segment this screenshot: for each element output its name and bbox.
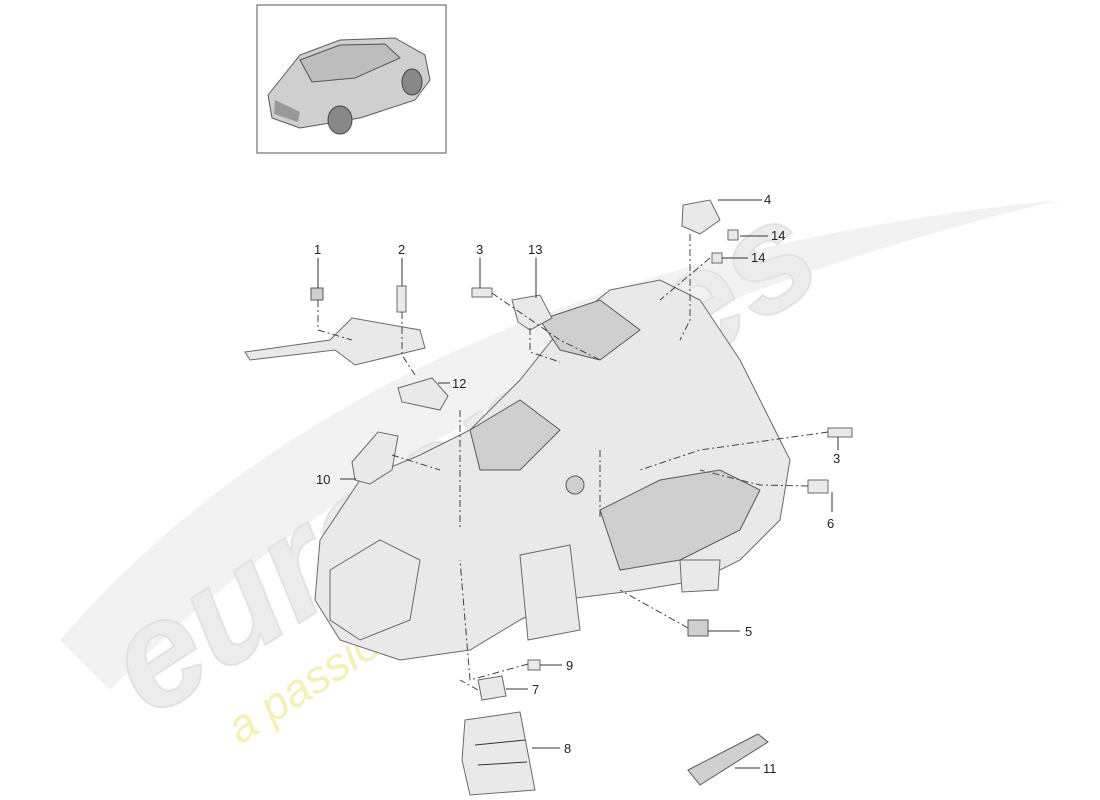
part-8-heat-shield: [461, 711, 536, 796]
callout-7: 7: [532, 682, 539, 697]
part-10-actuator: [351, 431, 399, 485]
car-thumbnail: [256, 4, 447, 154]
callout-8: 8: [564, 741, 571, 756]
callout-5: 5: [745, 624, 752, 639]
part-2-bolt: [396, 285, 407, 313]
part-14-screw-a: [727, 229, 739, 241]
callout-9: 9: [566, 658, 573, 673]
gearbox-assembly: [314, 279, 791, 661]
assembly-lines: [317, 234, 829, 691]
part-14-screw-b: [711, 252, 723, 264]
part-12-lever: [397, 377, 449, 411]
part-4-sensor: [681, 199, 721, 235]
callout-10: 10: [316, 472, 330, 487]
part-11-sealant-tube: [687, 733, 769, 786]
part-3-bolt-upper: [471, 287, 493, 298]
callout-6: 6: [827, 516, 834, 531]
leader-lines: [317, 199, 839, 769]
callout-12: 12: [452, 376, 466, 391]
part-13-bracket: [511, 294, 553, 331]
part-shift-rod: [244, 317, 426, 366]
callout-2: 2: [398, 242, 405, 257]
callout-11: 11: [763, 761, 777, 776]
callout-14-a: 14: [771, 228, 785, 243]
callout-4: 4: [764, 192, 771, 207]
callout-labels: 1 2 3 13 4 14 14 12 10 3 6 5 9 7 8 11: [314, 192, 840, 776]
part-6-sender: [807, 479, 829, 494]
callout-3-lower: 3: [833, 451, 840, 466]
callout-3-upper: 3: [476, 242, 483, 257]
callout-13: 13: [528, 242, 542, 257]
part-3-bolt-lower: [827, 427, 853, 438]
part-7-sensor: [477, 675, 507, 701]
watermark-swoosh: [60, 200, 1060, 690]
car-thumbnail-icon: [267, 37, 431, 135]
callout-14-b: 14: [751, 250, 765, 265]
part-5-sensor: [687, 619, 709, 637]
callout-1: 1: [314, 242, 321, 257]
part-1-nut: [310, 287, 324, 301]
part-9-screw: [527, 659, 541, 671]
